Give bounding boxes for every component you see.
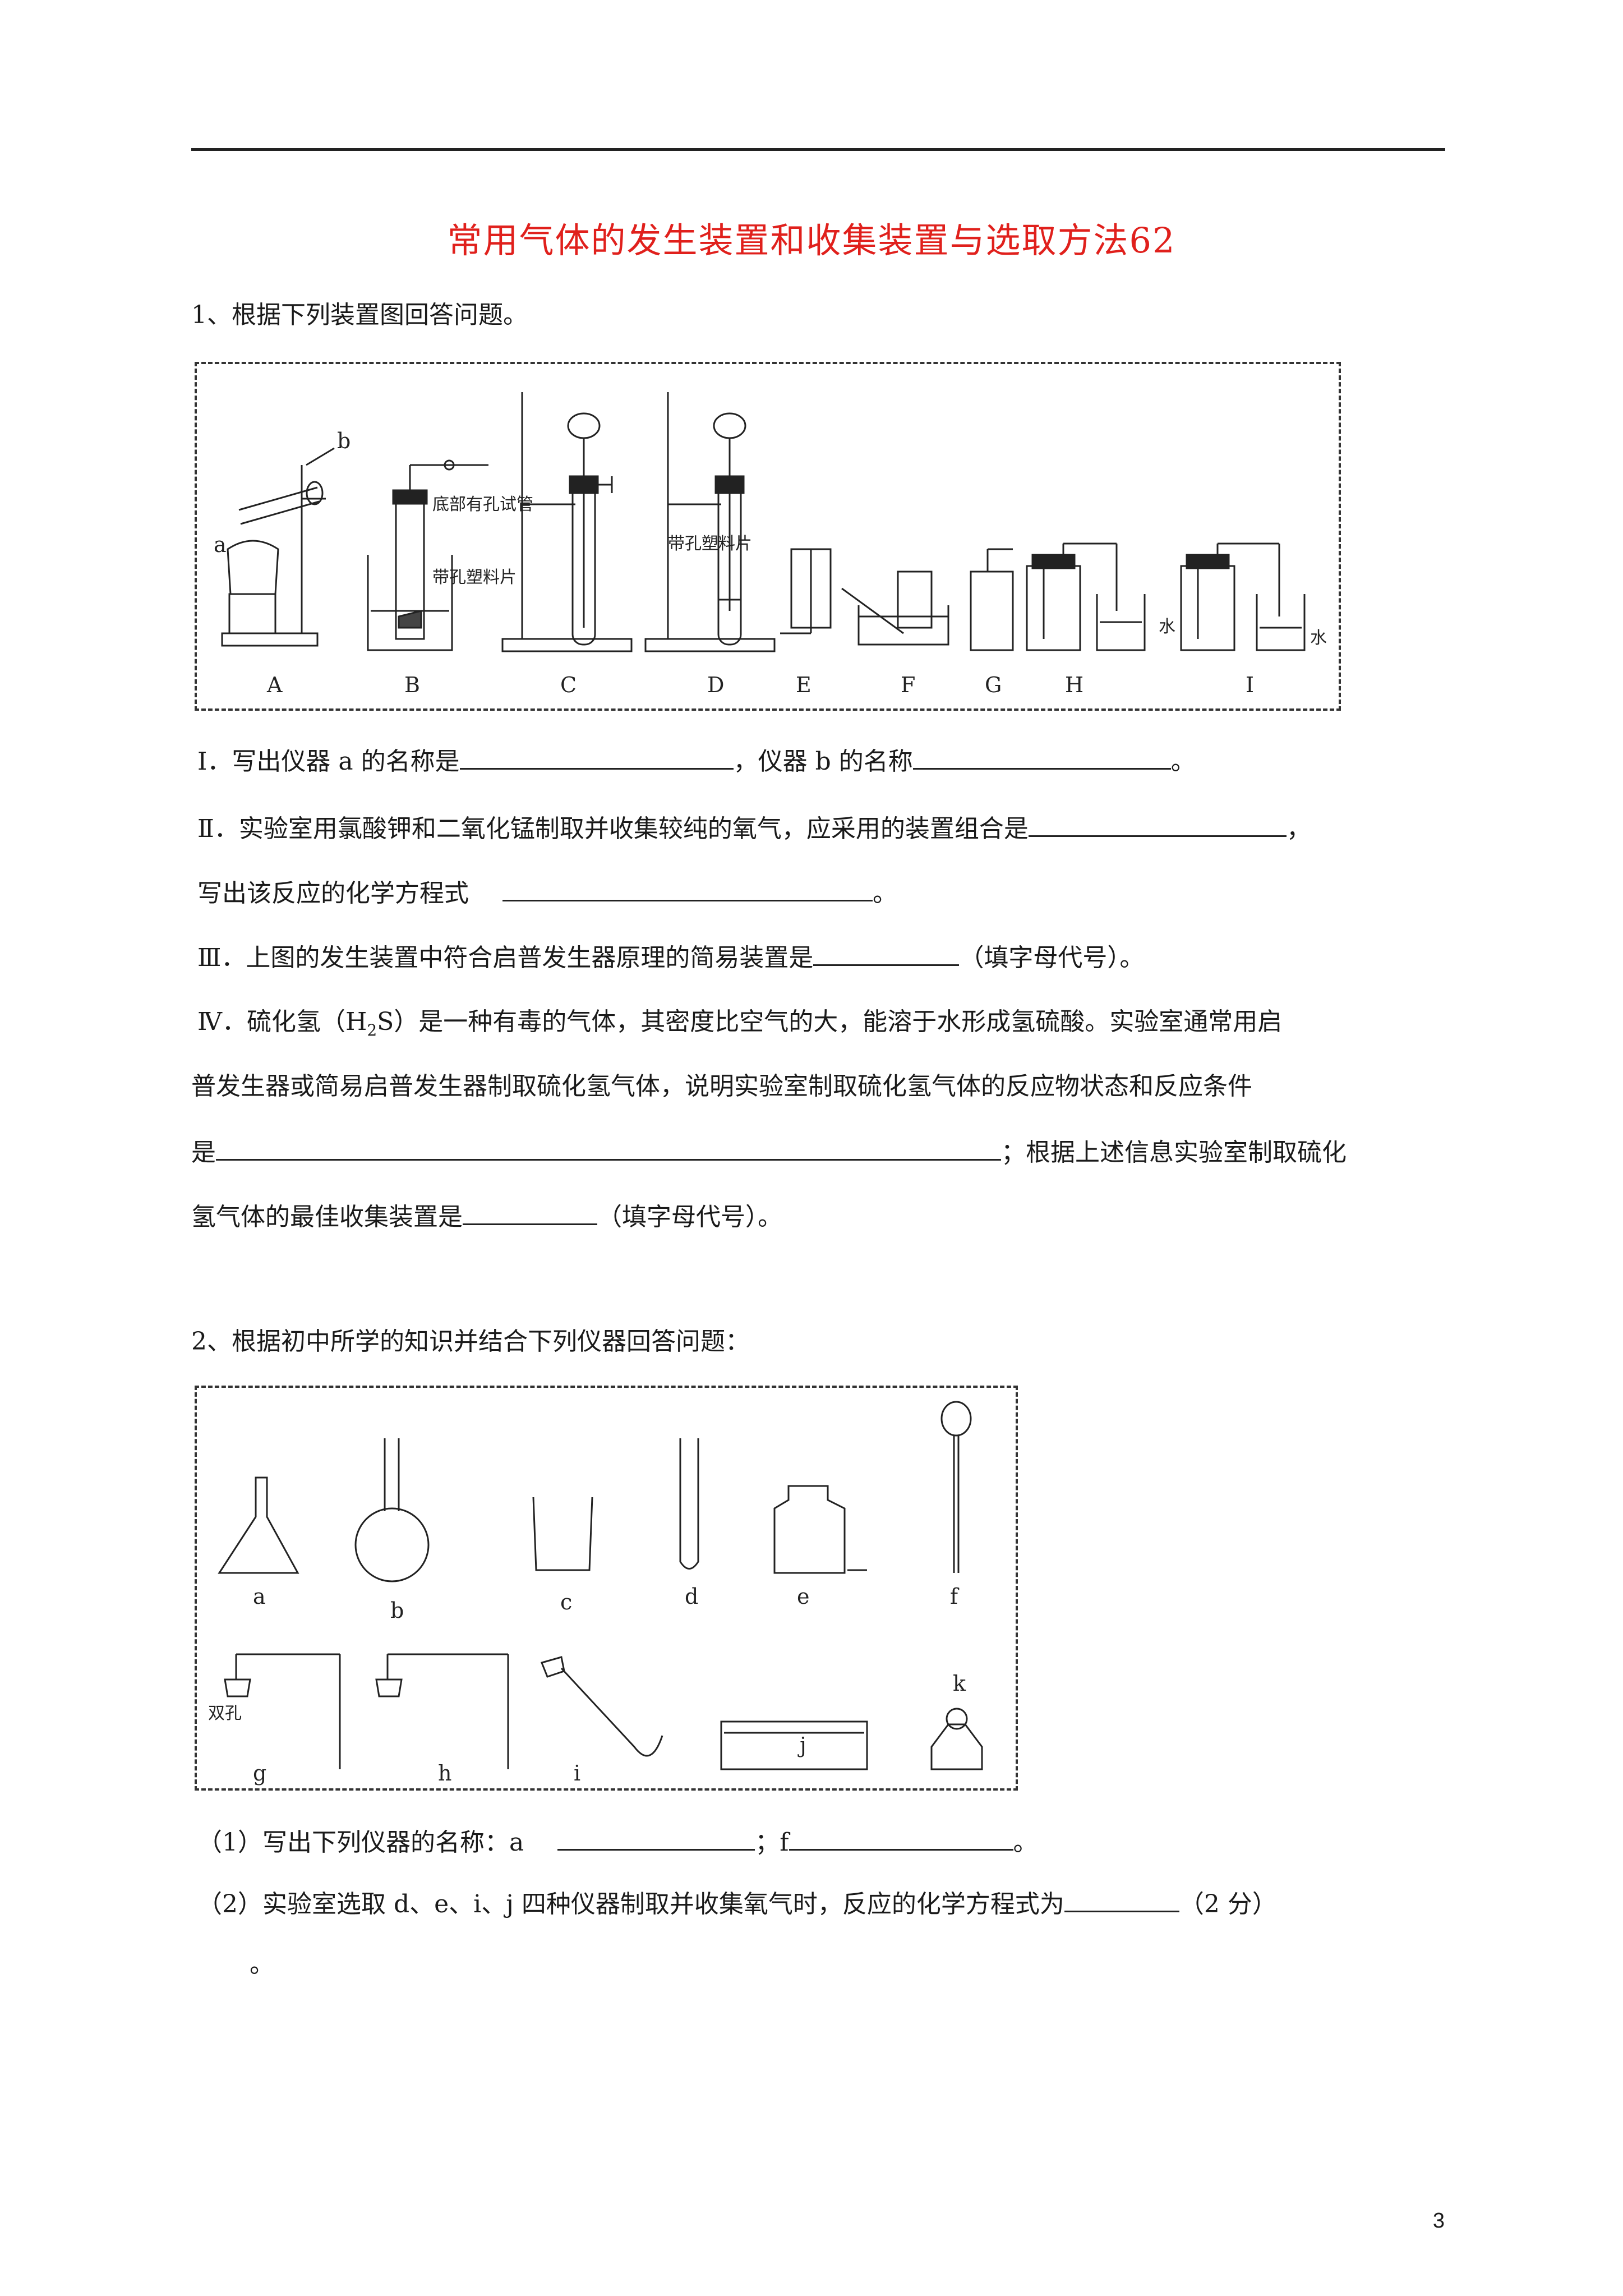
letter-G: G <box>985 673 1002 697</box>
letter-d: d <box>685 1584 698 1609</box>
letter-H: H <box>1065 673 1083 697</box>
letter-k: k <box>953 1671 966 1696</box>
q1-part2-line1: Ⅱ．实验室用氯酸钾和二氧化锰制取并收集较纯的氧气，应采用的装置组合是， <box>197 811 1311 846</box>
header-rule <box>191 148 1445 151</box>
q1-part4-line4: 氢气体的最佳收集装置是（填字母代号）。 <box>191 1199 782 1234</box>
answer-blank-6[interactable] <box>216 1134 1001 1161</box>
answer-blank-10[interactable] <box>1064 1886 1179 1912</box>
apparatus-F <box>841 570 949 646</box>
apparatus-C <box>501 392 633 652</box>
label-a: a <box>214 532 227 557</box>
letter-E: E <box>796 673 811 697</box>
gas-bottle <box>773 1485 867 1574</box>
label-double-hole: 双孔 <box>208 1704 242 1723</box>
letter-I: I <box>1246 673 1254 697</box>
instrument-letters: a b c d e f g h i j k <box>253 1584 966 1786</box>
letter-C: C <box>560 673 577 697</box>
letter-j: j <box>797 1733 806 1757</box>
answer-blank-1[interactable] <box>459 743 734 770</box>
apparatus-B <box>367 459 488 651</box>
answer-blank-8[interactable] <box>557 1824 755 1851</box>
q1-part3: Ⅲ．上图的发生装置中符合启普发生器原理的简易装置是（填字母代号）。 <box>197 940 1144 975</box>
page-title: 常用气体的发生装置和收集装置与选取方法62 <box>447 220 1176 261</box>
q2-instruments-figure: a b c d e f g h i j k 双孔 <box>208 1401 983 1786</box>
q2-part1: （1）写出下列仪器的名称：a；f。 <box>197 1824 1038 1860</box>
delivery-tube <box>540 1656 663 1757</box>
apparatus-G <box>970 548 1014 651</box>
double-hole-stopper-tube <box>224 1653 341 1769</box>
q1-part1: Ⅰ．写出仪器 a 的名称是，仪器 b 的名称。 <box>197 743 1196 779</box>
answer-blank-4[interactable] <box>502 875 873 901</box>
q1-part4-line3: 是；根据上述信息实验室制取硫化 <box>191 1134 1347 1170</box>
answer-blank-5[interactable] <box>813 940 960 966</box>
q2-part2-end: 。 <box>250 1950 274 1978</box>
q1-part4-line2: 普发生器或简易启普发生器制取硫化氢气体，说明实验室制取硫化氢气体的反应物状态和反… <box>191 1072 1252 1101</box>
label-water-H: 水 <box>1159 617 1175 637</box>
letter-f: f <box>950 1584 960 1609</box>
page-number: 3 <box>1432 2209 1445 2233</box>
apparatus-letters: A B C D E F G H I <box>266 673 1254 697</box>
answer-blank-2[interactable] <box>912 743 1171 770</box>
label-b: b <box>337 429 351 453</box>
q1-apparatus-figure: a b 底部有孔试管 带孔塑料片 带孔塑料片 水 水 A B C D E F G… <box>214 392 1327 697</box>
q2-part2: （2）实验室选取 d、e、i、j 四种仪器制取并收集氧气时，反应的化学方程式为（… <box>197 1886 1277 1921</box>
letter-c: c <box>560 1590 572 1614</box>
label-plastic-D: 带孔塑料片 <box>668 534 752 554</box>
apparatus-E <box>780 548 832 634</box>
letter-A: A <box>266 673 283 697</box>
letter-B: B <box>404 673 420 697</box>
answer-blank-9[interactable] <box>789 1824 1013 1851</box>
label-bottom-hole: 底部有孔试管 <box>432 495 533 514</box>
apparatus-H <box>1026 542 1146 651</box>
letter-e: e <box>797 1584 810 1609</box>
answer-blank-7[interactable] <box>463 1199 597 1225</box>
q2-intro: 2、根据初中所学的知识并结合下列仪器回答问题： <box>191 1327 750 1356</box>
q1-part2-line2: 写出该反应的化学方程式。 <box>197 875 897 910</box>
test-tube <box>679 1438 699 1570</box>
letter-F: F <box>901 673 915 697</box>
apparatus-A <box>221 447 335 647</box>
long-neck-funnel <box>940 1401 972 1573</box>
apparatus-D <box>644 392 776 652</box>
letter-h: h <box>438 1761 451 1786</box>
letter-a: a <box>253 1584 266 1609</box>
letter-g: g <box>253 1761 266 1786</box>
letter-b: b <box>390 1598 404 1623</box>
single-hole-stopper-tube <box>375 1653 509 1769</box>
conical-flask <box>218 1476 299 1574</box>
q1-intro: 1、根据下列装置图回答问题。 <box>191 301 528 329</box>
label-plastic-B: 带孔塑料片 <box>432 568 517 587</box>
apparatus-I <box>1180 542 1306 651</box>
answer-blank-3[interactable] <box>1028 811 1287 837</box>
letter-D: D <box>707 673 724 697</box>
q1-part4-line1: Ⅳ．硫化氢（H2S）是一种有毒的气体，其密度比空气的大，能溶于水形成氢硫酸。实验… <box>197 1007 1283 1039</box>
q2-figure-box: a b c d e f g h i j k 双孔 <box>195 1386 1018 1791</box>
alcohol-lamp <box>930 1708 983 1770</box>
water-trough <box>720 1720 868 1770</box>
q1-figure-box: a b 底部有孔试管 带孔塑料片 带孔塑料片 水 水 A B C D E F G… <box>195 362 1341 711</box>
beaker <box>532 1497 593 1571</box>
label-water-I: 水 <box>1310 628 1327 648</box>
letter-i: i <box>574 1761 580 1786</box>
round-flask <box>354 1438 430 1582</box>
